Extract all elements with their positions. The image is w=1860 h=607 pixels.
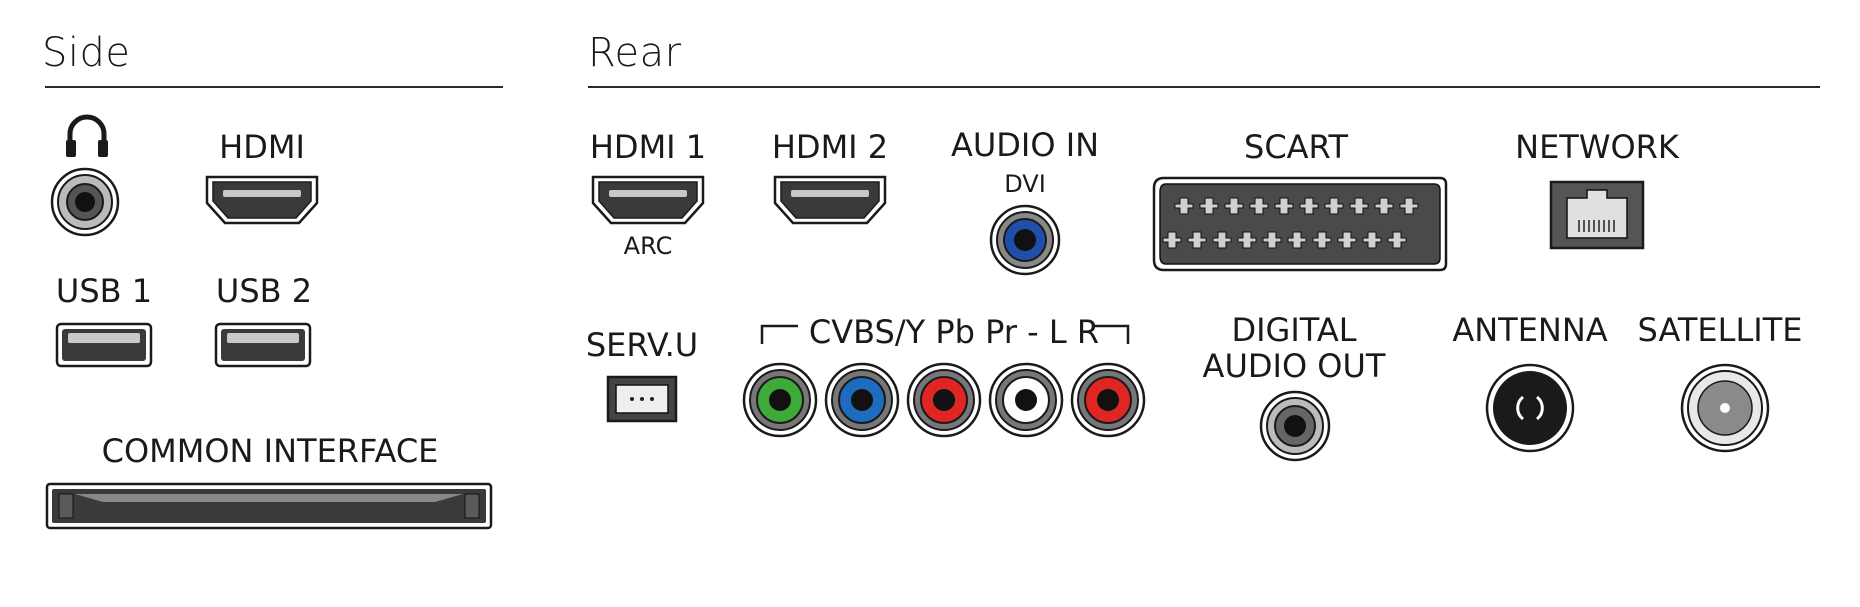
scart-pin — [1187, 231, 1207, 249]
scart-pin — [1374, 197, 1394, 215]
satellite-connector — [1680, 363, 1770, 453]
side-section-title: Side — [42, 30, 131, 76]
scart-pin — [1312, 231, 1332, 249]
scart-pin — [1362, 231, 1382, 249]
digital-audio-out-label-line1: DIGITAL — [1231, 311, 1357, 349]
common-interface-label: COMMON INTERFACE — [101, 432, 439, 470]
cvbs-bracket-right — [1092, 324, 1130, 344]
headphone-jack — [50, 167, 120, 237]
audio-l-white-jack — [988, 362, 1064, 438]
side-hdmi-port — [205, 175, 319, 225]
serv-u-label: SERV.U — [585, 326, 699, 364]
usb2-label: USB 2 — [215, 272, 313, 310]
digital-audio-out-label-line2: AUDIO OUT — [1202, 347, 1386, 385]
audio-in-dvi-label: DVI — [1004, 170, 1046, 198]
headphones-icon — [66, 114, 108, 157]
usb2-port — [214, 322, 312, 368]
scart-pin — [1199, 197, 1219, 215]
satellite-label: SATELLITE — [1637, 311, 1803, 349]
antenna-connector — [1485, 363, 1575, 453]
side-hdmi-label: HDMI — [219, 128, 305, 166]
scart-pin — [1249, 197, 1269, 215]
scart-pin — [1224, 197, 1244, 215]
usb1-label: USB 1 — [55, 272, 153, 310]
cvbs-label: CVBS/Y Pb Pr - L R — [808, 313, 1100, 351]
scart-pin — [1324, 197, 1344, 215]
pr-red-jack — [906, 362, 982, 438]
antenna-label: ANTENNA — [1452, 311, 1608, 349]
scart-label: SCART — [1244, 128, 1348, 166]
digital-audio-out-jack — [1259, 390, 1331, 462]
hdmi1-label: HDMI 1 — [589, 128, 707, 166]
audio-in-dvi-jack — [989, 204, 1061, 276]
scart-pin — [1299, 197, 1319, 215]
usb1-port — [55, 322, 153, 368]
hdmi2-port — [773, 175, 887, 225]
side-divider — [45, 86, 503, 88]
scart-pin — [1162, 231, 1182, 249]
scart-pin — [1399, 197, 1419, 215]
serv-u-port — [606, 375, 678, 423]
scart-pin — [1287, 231, 1307, 249]
rear-divider — [588, 86, 1820, 88]
scart-pin — [1337, 231, 1357, 249]
scart-pin — [1349, 197, 1369, 215]
rear-section-title: Rear — [588, 30, 682, 76]
scart-pin — [1387, 231, 1407, 249]
cvbs-y-green-jack — [742, 362, 818, 438]
network-label: NETWORK — [1515, 128, 1679, 166]
audio-r-red-jack — [1070, 362, 1146, 438]
common-interface-slot — [45, 482, 493, 530]
network-port — [1549, 180, 1645, 250]
scart-pin — [1212, 231, 1232, 249]
scart-pin — [1174, 197, 1194, 215]
hdmi1-arc-label: ARC — [623, 232, 673, 260]
scart-port — [1152, 176, 1448, 272]
scart-pin — [1262, 231, 1282, 249]
scart-pin — [1237, 231, 1257, 249]
scart-pin — [1274, 197, 1294, 215]
hdmi1-port — [591, 175, 705, 225]
hdmi2-label: HDMI 2 — [771, 128, 889, 166]
cvbs-bracket-left — [760, 324, 798, 344]
pb-blue-jack — [824, 362, 900, 438]
audio-in-label: AUDIO IN — [950, 126, 1100, 164]
